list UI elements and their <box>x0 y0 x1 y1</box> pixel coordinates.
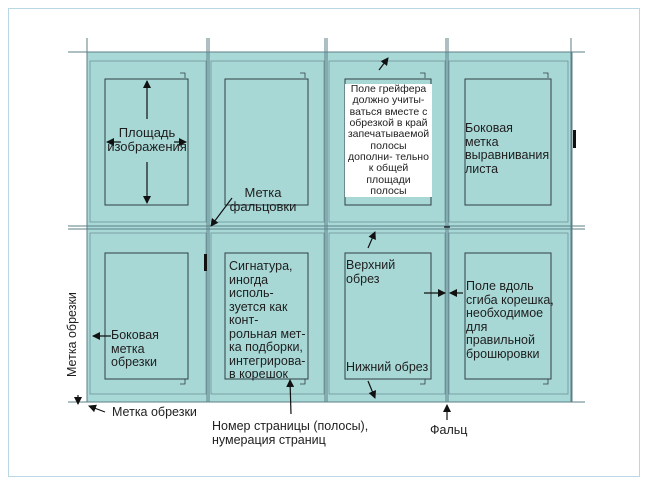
page-cells <box>89 60 569 395</box>
image-area-box <box>464 78 552 206</box>
trim-mark-bottom-label: Метка обрезки <box>112 405 197 419</box>
image-area-box <box>224 78 309 206</box>
signature-note-label: Сигнатура, иногда исполь- зуется как кон… <box>229 259 306 381</box>
page-numbering-label: Номер страницы (полосы), нумерация стран… <box>212 419 369 447</box>
trim-mark-vertical-label: Метка обрезки <box>65 292 79 377</box>
arrow-icon <box>74 57 463 420</box>
image-area-box <box>104 252 189 380</box>
page-cell <box>328 232 446 395</box>
head-trim-label: Верхний обрез <box>346 258 396 286</box>
page-cell <box>89 232 207 395</box>
image-area-box <box>464 252 552 380</box>
image-area-box <box>224 252 309 380</box>
page-cell <box>448 60 569 223</box>
gripper-note-label: Поле грейфера должно учиты- ваться вмест… <box>345 83 432 198</box>
image-area-label: Площадь изображения <box>107 125 187 155</box>
page-cell <box>210 60 325 223</box>
page-cell <box>448 232 569 395</box>
page-cell <box>210 232 325 395</box>
fold-mark-label: Метка фальцовки <box>229 185 297 215</box>
foot-trim-label: Нижний обрез <box>346 360 429 374</box>
registration-bar-icon <box>204 130 576 271</box>
image-area-box <box>104 78 189 206</box>
guide-lines <box>68 38 585 403</box>
corner-ticks <box>180 72 549 385</box>
side-registration-mark-label: Боковая метка выравнивания листа <box>465 121 550 176</box>
outer-frame <box>8 8 640 477</box>
spine-margin-note-label: Поле вдоль сгиба корешка, необходимое дл… <box>466 279 554 361</box>
image-area-box <box>344 252 432 380</box>
side-trim-mark-label: Боковая метка обрезки <box>111 328 159 369</box>
fold-label: Фальц <box>430 423 468 437</box>
